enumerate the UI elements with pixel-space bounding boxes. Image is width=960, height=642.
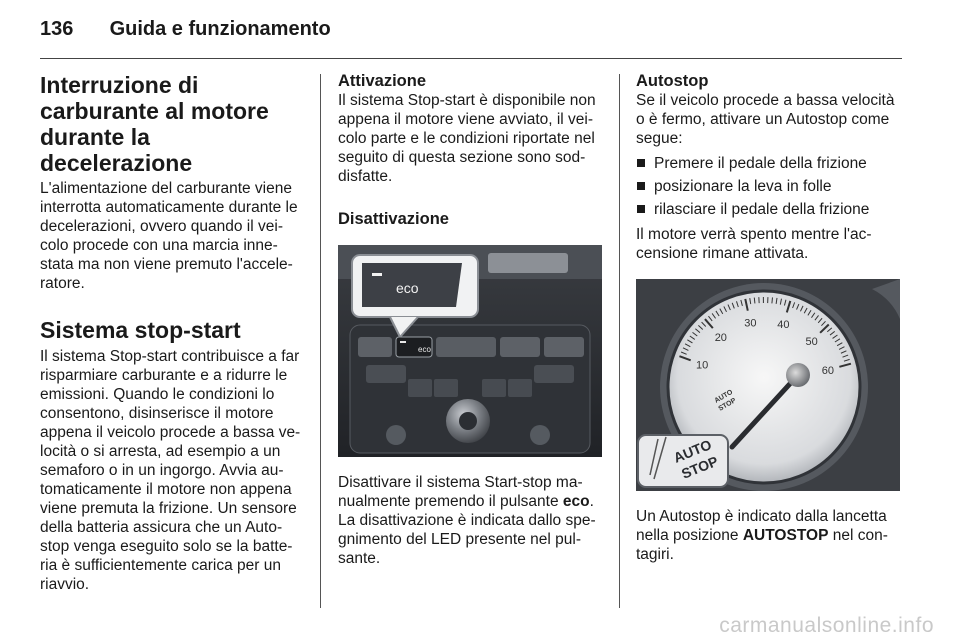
tachometer-tick (689, 335, 696, 340)
tachometer-ticks: 10 20 30 40 50 60 (679, 296, 852, 377)
tachometer-tick (687, 339, 693, 344)
column-divider-2 (619, 74, 620, 608)
tachometer-needle (729, 372, 801, 450)
page-number: 136 (40, 18, 74, 40)
tachometer-tick (749, 298, 752, 305)
tachometer-tick (680, 351, 687, 355)
column-3: Autostop Se il veicolo procede a bassa v… (636, 72, 902, 564)
tachometer-tick-label: 50 (805, 336, 817, 348)
tachometer-tick-label: 20 (715, 332, 727, 344)
tachometer-tick (785, 300, 792, 313)
tachometer-tick-label: 10 (696, 359, 708, 371)
tachometer-tick (799, 305, 804, 312)
tachometer-tick (807, 310, 812, 316)
tachometer-tick (698, 325, 704, 330)
tachometer-tick (817, 317, 823, 324)
tachometer-tick (736, 301, 739, 308)
paragraph-autostop-caption: Un Autostop è indicato dalla lancetta ne… (636, 508, 888, 563)
tachometer-tick (796, 303, 800, 310)
eco-bold-term: eco (562, 493, 590, 510)
column-1: Interruzione di carburante al motore dur… (40, 72, 304, 594)
tachometer-tick (719, 308, 724, 315)
tachometer-tick (832, 334, 838, 339)
header-rule (40, 58, 902, 59)
tachometer-tick (744, 298, 749, 311)
tachometer-tick (695, 328, 701, 334)
tachometer-tick (701, 321, 707, 327)
paragraph-autostop-intro: Se il veicolo procede a bassa velocità o… (636, 92, 895, 147)
tachometer-tick (803, 307, 808, 314)
tachometer-tick-label: 40 (777, 319, 789, 331)
tachometer-tick (723, 306, 727, 313)
tachometer-tick (821, 320, 826, 327)
tachometer-tick (727, 304, 731, 311)
eco-button-photo: eco eco (338, 245, 602, 457)
paragraph-activation: Il sistema Stop-start è disponibile non … (338, 92, 596, 185)
tachometer-tick (843, 358, 850, 362)
autostop-steps-list: Premere il pedale della frizione posizio… (636, 152, 902, 221)
heading-fuel-cutoff: Interruzione di carburante al motore dur… (40, 72, 269, 176)
tachometer-tick (708, 315, 713, 322)
heading-autostop: Autostop (636, 72, 709, 90)
tachometer-tick (840, 350, 847, 354)
page-header: 136 Guida e funzionamento (40, 18, 331, 41)
tachometer-tick (692, 331, 698, 337)
autostop-bold-term: AUTOSTOP (742, 527, 829, 544)
tachometer-tick (711, 313, 716, 319)
section-title: Guida e funzionamento (109, 18, 331, 40)
paragraph-deactivation-caption: Disattivare il sistema Start-stop ma-nua… (338, 474, 596, 567)
heading-deactivation: Disattivazione (338, 210, 449, 228)
tachometer-tick (682, 347, 689, 351)
tachometer-tick (740, 299, 743, 306)
tachometer-tick (779, 298, 782, 305)
tachometer-tick (834, 338, 841, 343)
tachometer-tick (814, 315, 819, 321)
tachometer-tick (838, 346, 845, 350)
paragraph-stop-start: Il sistema Stop-start contribuisce a far… (40, 348, 301, 593)
tachometer-tick (811, 312, 816, 318)
tachometer-tick (679, 355, 692, 362)
list-item: posizionare la leva in folle (636, 175, 902, 198)
paragraph-engine-off: Il motore verrà spento mentre l'ac-censi… (636, 226, 872, 262)
tachometer-tick (783, 299, 787, 306)
tachometer-tick (771, 297, 773, 304)
heading-stop-start: Sistema stop-start (40, 317, 241, 343)
tachometer-tick (839, 362, 852, 368)
tachometer-tick (829, 330, 836, 336)
tachometer-tick (819, 323, 830, 334)
tachometer-tick (684, 343, 691, 348)
paragraph-fuel-cutoff: L'alimentazione del carburante viene int… (40, 180, 298, 292)
small-eco-label: eco (418, 345, 431, 354)
tachometer-tick (842, 354, 849, 358)
tachometer-tick-label: 60 (822, 365, 834, 377)
list-item: rilasciare il pedale della frizione (636, 198, 902, 221)
tachometer-tick (775, 297, 778, 304)
tachometer-tick (826, 327, 833, 333)
tachometer-tick (753, 297, 756, 304)
tachometer-tick (731, 302, 735, 309)
list-item: Premere il pedale della frizione (636, 152, 902, 175)
tachometer-tick (836, 342, 843, 347)
tachometer-tick (792, 302, 796, 309)
heading-activation: Attivazione (338, 72, 427, 90)
tachometer-tick (704, 318, 714, 329)
column-2: Attivazione Il sistema Stop-start è disp… (338, 72, 604, 568)
column-divider-1 (320, 74, 321, 608)
watermark: carmanualsonline.info (719, 614, 934, 637)
tachometer-tick (715, 310, 720, 317)
center-console-illustration: eco eco (338, 245, 602, 457)
large-eco-label: eco (396, 280, 419, 296)
tachometer-tick-label: 30 (744, 317, 756, 329)
